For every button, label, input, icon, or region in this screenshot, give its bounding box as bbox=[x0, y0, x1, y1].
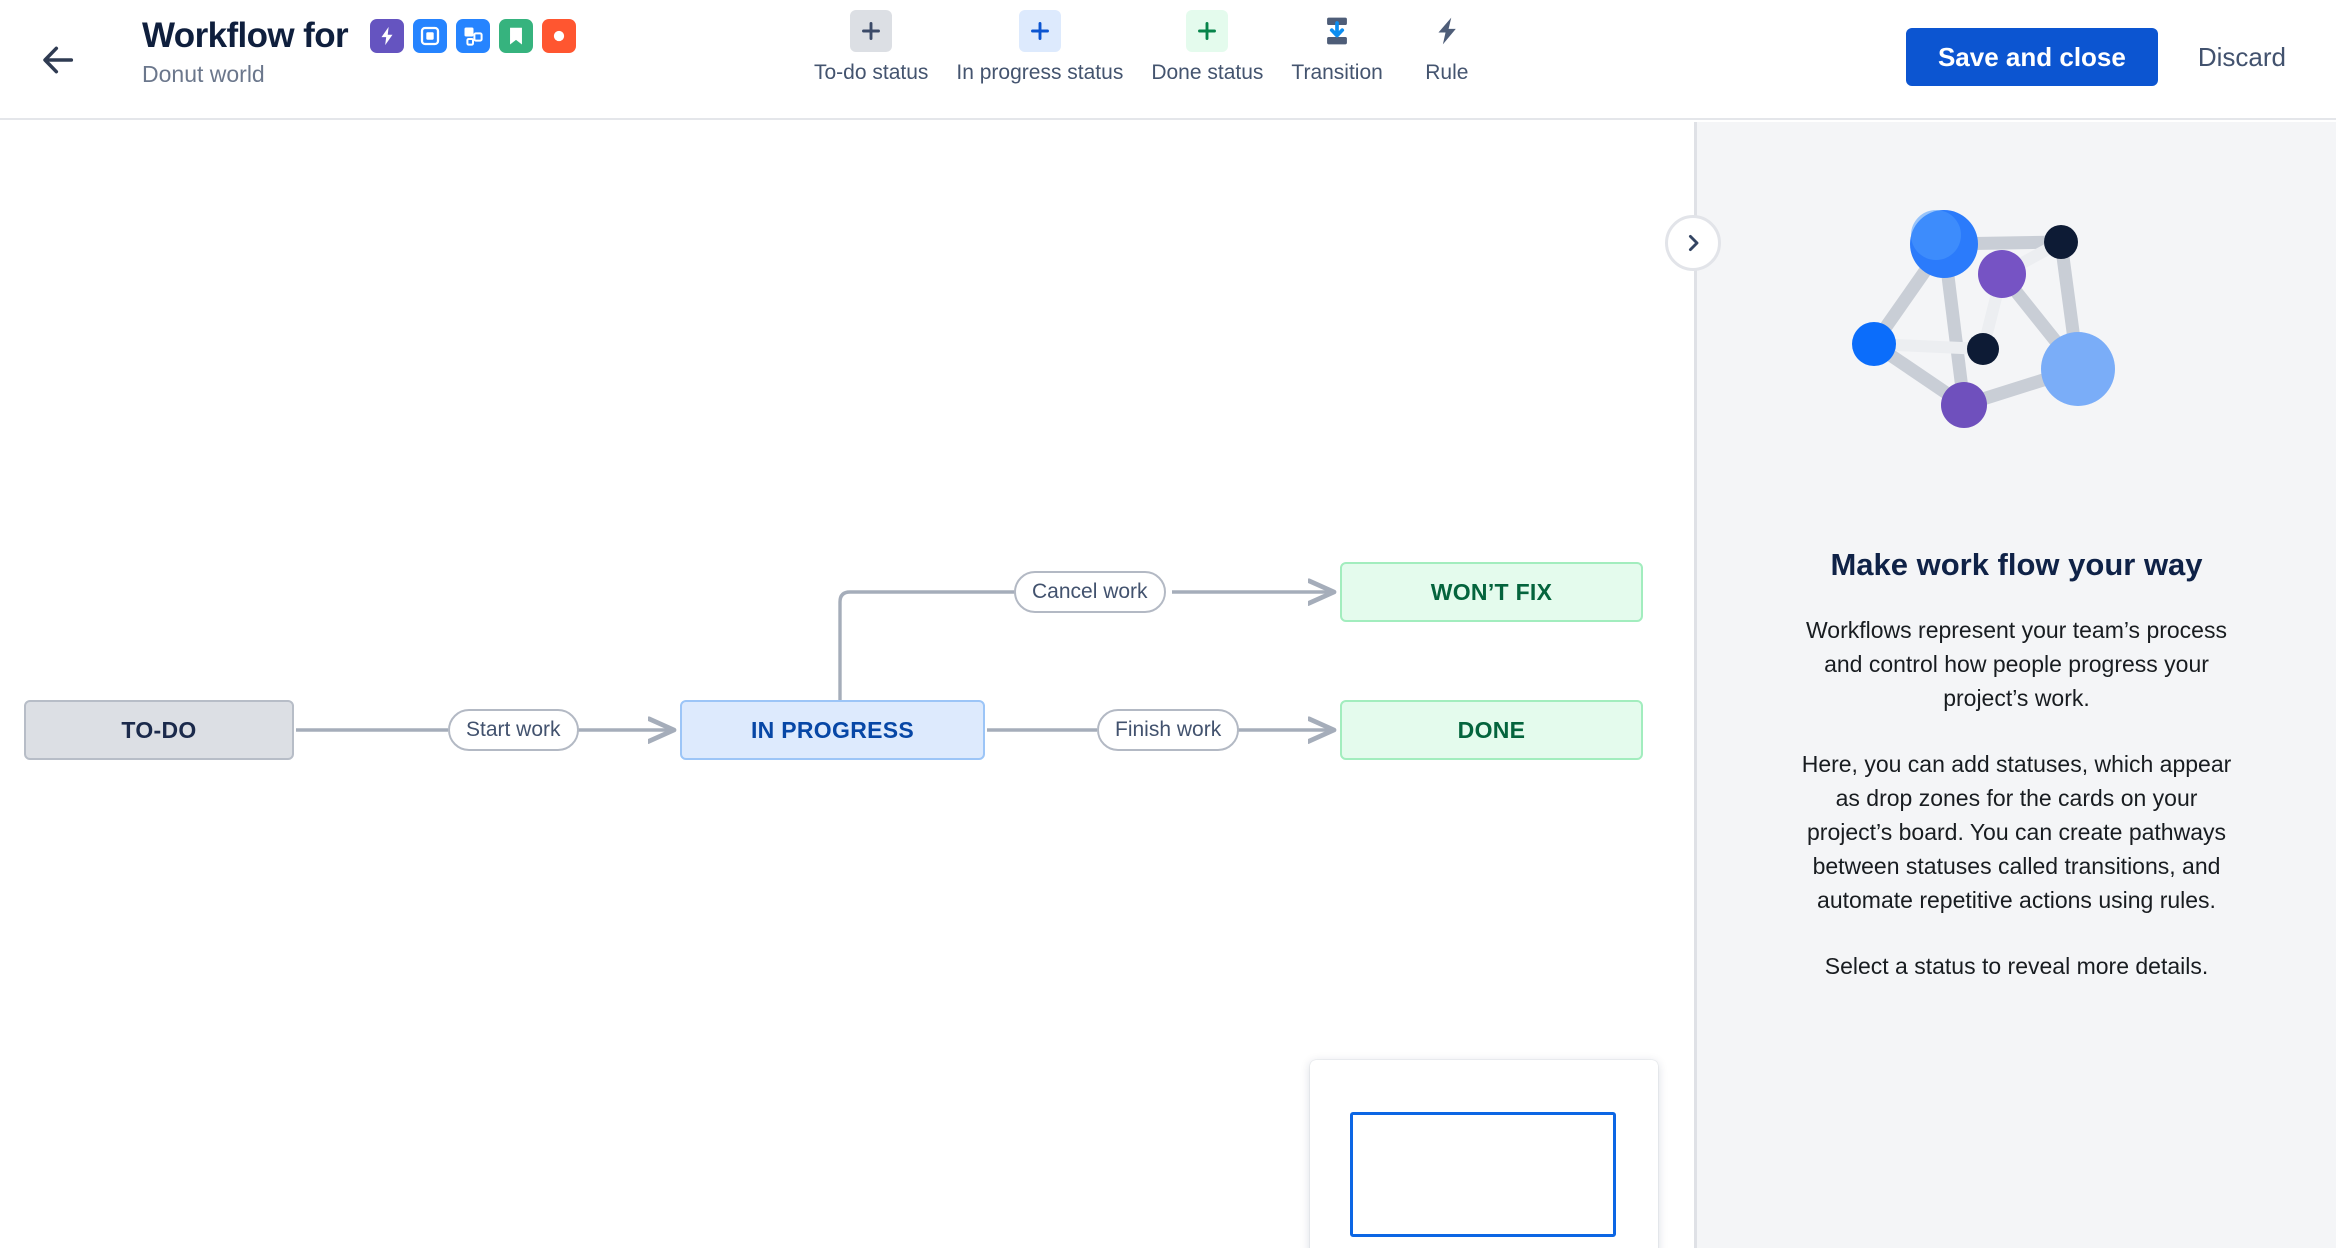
tool-todo-status[interactable]: To-do status bbox=[800, 10, 942, 83]
workflow-network-illustration bbox=[1851, 210, 2115, 428]
status-node-todo[interactable]: TO-DO bbox=[24, 700, 294, 760]
minimap-panel[interactable] bbox=[1310, 1060, 1658, 1248]
page-title: Workflow for bbox=[142, 16, 349, 55]
minimap-viewport-rect[interactable] bbox=[1350, 1112, 1616, 1237]
automation-bolt-icon[interactable] bbox=[370, 18, 405, 53]
workflow-toolbar: To-do status In progress status Done sta… bbox=[800, 10, 1497, 83]
plus-icon bbox=[1186, 10, 1229, 52]
back-button[interactable] bbox=[34, 36, 82, 84]
tool-label: To-do status bbox=[814, 61, 929, 84]
tool-label: Rule bbox=[1425, 61, 1469, 84]
status-node-done[interactable]: DONE bbox=[1340, 700, 1643, 760]
sidebar-paragraph-3: Select a status to reveal more details. bbox=[1824, 953, 2209, 980]
page-subtitle: Donut world bbox=[142, 61, 265, 87]
panel-divider bbox=[1694, 122, 1697, 1248]
tool-in-progress-status[interactable]: In progress status bbox=[942, 10, 1137, 83]
tool-label: Done status bbox=[1151, 61, 1264, 84]
sidebar-paragraph-1: Workflows represent your team’s process … bbox=[1806, 617, 2227, 712]
bolt-icon bbox=[1426, 10, 1468, 52]
bookmark-icon[interactable] bbox=[499, 18, 534, 53]
tool-transition[interactable]: Transition bbox=[1277, 10, 1396, 83]
sidebar-paragraph-2: Here, you can add statuses, which appear… bbox=[1801, 751, 2232, 914]
arrow-left-icon bbox=[43, 46, 74, 74]
title-block: Workflow for bbox=[142, 16, 577, 87]
header-actions: Save and close Discard bbox=[1905, 28, 2300, 86]
workflow-canvas[interactable]: TO-DO IN PROGRESS DONE WON’T FIX Start w… bbox=[0, 122, 1694, 1248]
transition-pill-start-work[interactable]: Start work bbox=[448, 709, 579, 751]
tool-done-status[interactable]: Done status bbox=[1137, 10, 1277, 83]
plus-icon bbox=[1018, 10, 1061, 52]
discard-button[interactable]: Discard bbox=[2184, 28, 2300, 86]
app-icon-group bbox=[370, 18, 577, 53]
tool-label: In progress status bbox=[956, 61, 1124, 84]
sidebar-title: Make work flow your way bbox=[1830, 547, 2203, 582]
collapse-sidebar-button[interactable] bbox=[1665, 215, 1721, 271]
tool-label: Transition bbox=[1291, 61, 1383, 84]
board-square-icon[interactable] bbox=[413, 18, 448, 53]
app-header: Workflow for bbox=[0, 0, 2336, 120]
status-node-in-progress[interactable]: IN PROGRESS bbox=[680, 700, 985, 760]
plus-icon bbox=[850, 10, 893, 52]
info-sidebar: Make work flow your way Workflows repres… bbox=[1697, 122, 2336, 1248]
status-node-wont-fix[interactable]: WON’T FIX bbox=[1340, 562, 1643, 622]
save-and-close-button[interactable]: Save and close bbox=[1905, 28, 2158, 86]
chevron-right-icon bbox=[1688, 234, 1699, 252]
subtask-icon[interactable] bbox=[456, 18, 491, 53]
transition-pill-finish-work[interactable]: Finish work bbox=[1097, 709, 1240, 751]
record-circle-icon[interactable] bbox=[542, 18, 577, 53]
transition-icon bbox=[1316, 10, 1358, 52]
transition-pill-cancel-work[interactable]: Cancel work bbox=[1014, 571, 1166, 613]
tool-rule[interactable]: Rule bbox=[1397, 10, 1497, 83]
